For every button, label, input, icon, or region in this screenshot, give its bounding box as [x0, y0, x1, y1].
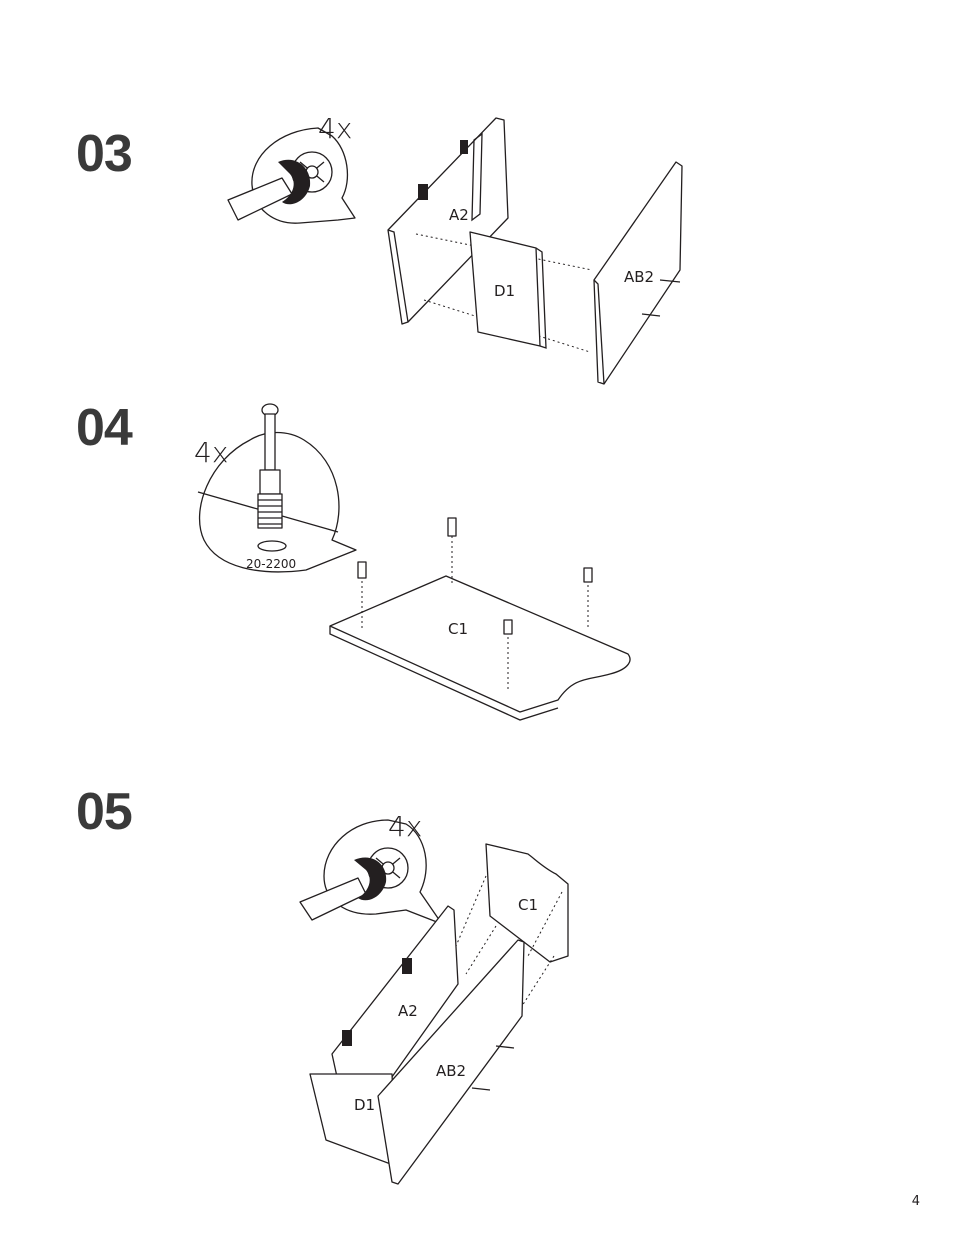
panel-a2-label: A2 [398, 1002, 418, 1020]
step-05-illustration: 4x C1 A2 D1 AB2 [296, 806, 586, 1186]
panel-ab2-label: AB2 [436, 1062, 466, 1080]
board-c1: C1 [486, 844, 568, 962]
quantity-label: 4x [388, 810, 422, 843]
panel-d1-label: D1 [494, 282, 515, 300]
board-c1: C1 [330, 576, 630, 720]
panel-d1: D1 [470, 232, 546, 348]
board-c1-label: C1 [518, 896, 538, 914]
quantity-label: 4x [318, 112, 352, 145]
quantity-label: 4x [194, 436, 228, 469]
panel-d1-label: D1 [354, 1096, 375, 1114]
panel-a2-label: A2 [449, 206, 469, 224]
step-number-03: 03 [76, 128, 132, 180]
step-04-illustration: 4x 20-2200 C1 [190, 400, 640, 720]
panel-ab2-label: AB2 [624, 268, 654, 286]
page-number: 4 [912, 1194, 920, 1209]
board-c1-label: C1 [448, 620, 468, 638]
step-number-04: 04 [76, 402, 132, 454]
step-number-05: 05 [76, 786, 132, 838]
panel-ab2: AB2 [594, 162, 682, 384]
step-03-illustration: 4x A2 D1 AB2 [220, 110, 690, 390]
part-code-label: 20-2200 [246, 557, 296, 571]
